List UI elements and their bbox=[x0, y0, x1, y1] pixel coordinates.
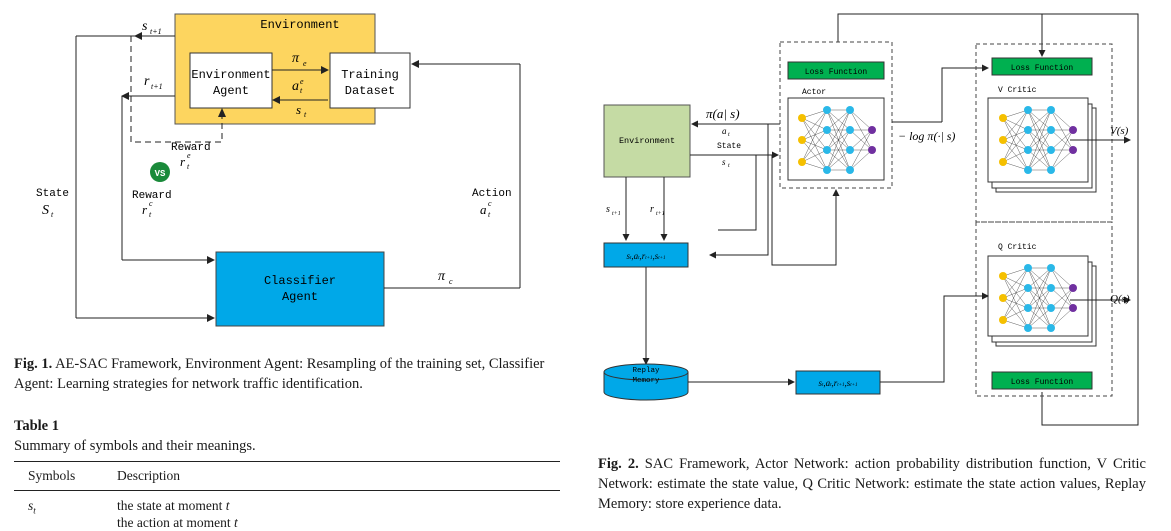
table1-row-symbol: st bbox=[28, 498, 36, 516]
classifier-agent-box bbox=[215, 251, 385, 327]
svg-text:t: t bbox=[187, 162, 190, 171]
training-dataset-label: Training bbox=[341, 68, 399, 82]
svg-text:r: r bbox=[142, 202, 148, 217]
svg-text:r: r bbox=[144, 74, 150, 89]
v-critic-dashed-box bbox=[975, 43, 1113, 223]
svg-text:π(a| s): π(a| s) bbox=[706, 106, 740, 121]
v-loss-function bbox=[991, 57, 1093, 76]
svg-text:Q(s): Q(s) bbox=[1110, 293, 1130, 305]
table1-row-description-2: the action at moment t bbox=[117, 515, 238, 530]
fig2-caption: Fig. 2. SAC Framework, Actor Network: ac… bbox=[598, 456, 1146, 512]
table1-label: Table 1 bbox=[14, 418, 59, 434]
environment-label: Environment bbox=[619, 136, 675, 146]
svg-text:e: e bbox=[303, 59, 307, 68]
environment-title: Environment bbox=[260, 18, 339, 32]
svg-text:st,at,rt+1,st+1: st,at,rt+1,st+1 bbox=[818, 378, 857, 388]
svg-text:s: s bbox=[142, 19, 148, 34]
svg-text:Dataset: Dataset bbox=[345, 84, 395, 98]
svg-text:t: t bbox=[728, 132, 730, 138]
svg-text:Replay: Replay bbox=[632, 367, 660, 375]
training-dataset-box bbox=[329, 52, 411, 109]
fig1-caption: Fig. 1. AE-SAC Framework, Environment Ag… bbox=[14, 356, 545, 392]
environment-agent-label: Environment bbox=[191, 68, 270, 82]
reward-c-label: Reward bbox=[132, 190, 172, 202]
actor-label: Actor bbox=[802, 88, 826, 97]
svg-text:t+1: t+1 bbox=[151, 82, 163, 91]
q-critic-label: Q Critic bbox=[998, 243, 1037, 252]
svg-text:Loss Function: Loss Function bbox=[1011, 378, 1074, 387]
svg-text:s: s bbox=[296, 102, 301, 117]
environment-agent-box bbox=[189, 52, 273, 109]
svg-text:e: e bbox=[187, 151, 191, 160]
v-critic-label: V Critic bbox=[998, 86, 1037, 95]
svg-text:t: t bbox=[728, 163, 730, 169]
svg-text:t: t bbox=[300, 86, 303, 95]
svg-text:e: e bbox=[300, 77, 304, 86]
environment-box bbox=[603, 104, 691, 178]
svg-text:a: a bbox=[722, 126, 727, 136]
q-critic-dashed-box bbox=[975, 221, 1113, 397]
svg-text:c: c bbox=[449, 277, 453, 286]
state-label: State bbox=[717, 142, 741, 151]
svg-text:c: c bbox=[488, 199, 492, 208]
svg-text:a: a bbox=[292, 79, 299, 94]
svg-text:t+1: t+1 bbox=[612, 211, 621, 217]
actor-loss-function bbox=[787, 61, 885, 80]
table1-header-rule bbox=[14, 490, 560, 491]
fig1-diagram: Environment Environment Agent Training D… bbox=[36, 13, 521, 327]
action-label: Action bbox=[472, 188, 512, 200]
svg-text:t: t bbox=[149, 210, 152, 219]
vs-logo-icon bbox=[150, 162, 170, 182]
svg-text:s: s bbox=[606, 204, 610, 215]
svg-text:st,at,rt+1,st+1: st,at,rt+1,st+1 bbox=[626, 251, 665, 261]
svg-text:c: c bbox=[149, 199, 153, 208]
svg-text:V(s): V(s) bbox=[1110, 125, 1129, 137]
svg-text:Memory: Memory bbox=[632, 377, 660, 385]
transition-tuple-box bbox=[603, 242, 689, 268]
svg-text:t: t bbox=[304, 110, 307, 119]
svg-text:Agent: Agent bbox=[282, 290, 318, 304]
svg-text:Agent: Agent bbox=[213, 84, 249, 98]
actor-dashed-box bbox=[779, 41, 893, 189]
reward-e-label: Reward bbox=[171, 142, 211, 154]
state-label: State bbox=[36, 188, 69, 200]
svg-text:t+1: t+1 bbox=[150, 27, 162, 36]
svg-text:S: S bbox=[42, 203, 49, 218]
q-loss-function bbox=[991, 371, 1093, 390]
svg-text:r: r bbox=[180, 154, 186, 169]
svg-text:π: π bbox=[292, 51, 300, 66]
svg-text:t: t bbox=[51, 210, 54, 219]
svg-text:VS: VS bbox=[155, 169, 166, 179]
svg-text:r: r bbox=[650, 204, 654, 215]
table1-header-description: Description bbox=[117, 468, 180, 483]
classifier-agent-label: Classifier bbox=[264, 274, 336, 288]
svg-text:s: s bbox=[722, 157, 726, 167]
table1-top-rule bbox=[14, 461, 560, 462]
svg-text:a: a bbox=[480, 202, 487, 217]
svg-text:t+1: t+1 bbox=[656, 211, 665, 217]
table1-row-description: the state at moment t bbox=[117, 498, 230, 513]
svg-text:Loss Function: Loss Function bbox=[1011, 64, 1074, 73]
svg-text:t: t bbox=[488, 210, 491, 219]
table1-title: Summary of symbols and their meanings. bbox=[14, 438, 256, 454]
table1-header-symbols: Symbols bbox=[28, 468, 76, 483]
svg-text:Loss Function: Loss Function bbox=[805, 68, 868, 77]
svg-text:− log π(·| s): − log π(·| s) bbox=[898, 129, 955, 143]
svg-text:π: π bbox=[438, 269, 446, 284]
